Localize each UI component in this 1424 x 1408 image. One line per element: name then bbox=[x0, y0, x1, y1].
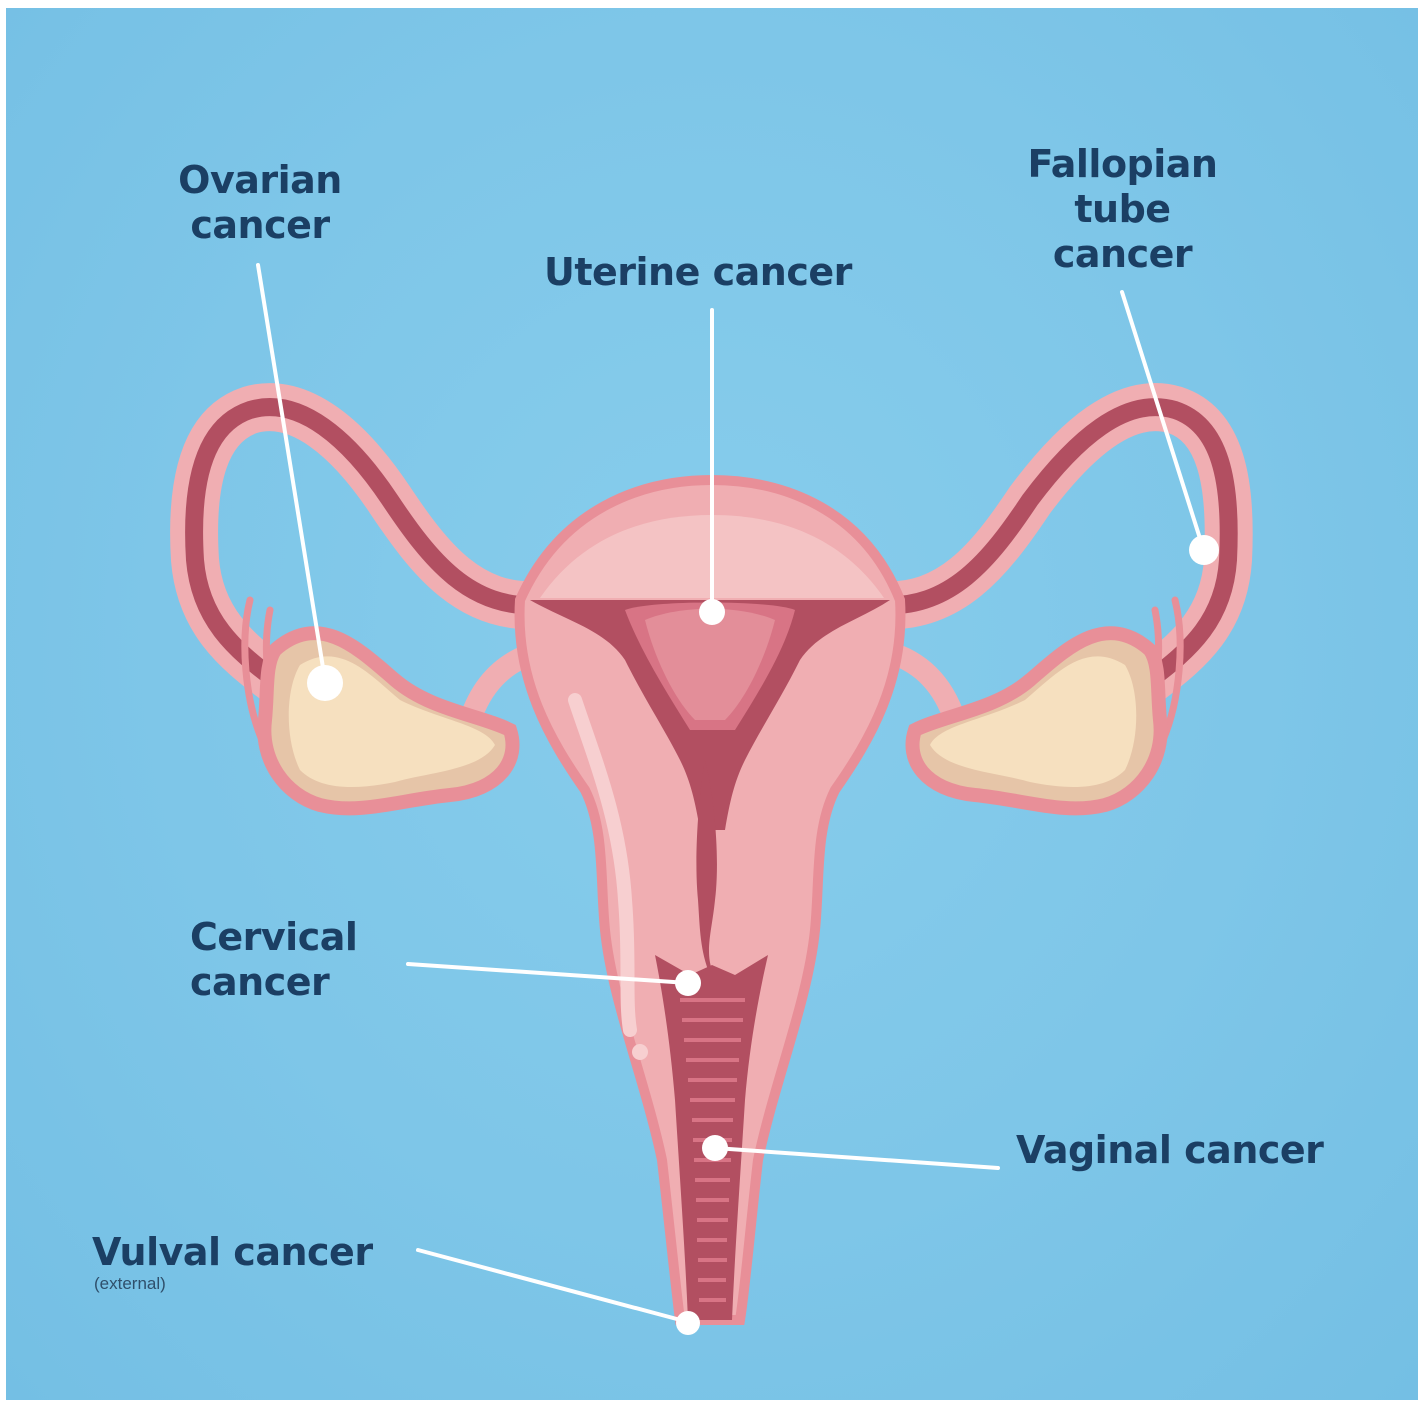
fallopian-marker bbox=[1189, 535, 1219, 565]
fallopian-label-line-3: cancer bbox=[1010, 232, 1235, 277]
vulval-cancer-label: Vulval cancer bbox=[92, 1230, 373, 1275]
diagram: Ovarian cancer Fallopian tube cancer Ute… bbox=[6, 8, 1418, 1400]
cervical-label-line-1: Cervical bbox=[190, 915, 357, 960]
uterine-marker bbox=[699, 599, 725, 625]
fallopian-label-line-1: Fallopian bbox=[1010, 142, 1235, 187]
vaginal-cancer-label: Vaginal cancer bbox=[1016, 1128, 1323, 1173]
ovarian-label-line-1: Ovarian bbox=[160, 158, 360, 203]
fallopian-label-line-2: tube bbox=[1010, 187, 1235, 232]
fallopian-tube-cancer-label: Fallopian tube cancer bbox=[1010, 142, 1235, 277]
ovarian-label-line-2: cancer bbox=[160, 203, 360, 248]
vulval-pointer-line bbox=[418, 1250, 688, 1322]
uterine-label-text: Uterine cancer bbox=[544, 250, 852, 295]
vaginal-marker bbox=[702, 1135, 728, 1161]
vulval-label-text: Vulval cancer bbox=[92, 1230, 373, 1275]
ovarian-marker bbox=[307, 665, 343, 701]
ovarian-cancer-label: Ovarian cancer bbox=[160, 158, 360, 248]
cervical-cancer-label: Cervical cancer bbox=[190, 915, 357, 1005]
right-fallopian-tube bbox=[880, 407, 1229, 680]
uterine-cancer-label: Uterine cancer bbox=[544, 250, 852, 295]
cervical-label-line-2: cancer bbox=[190, 960, 357, 1005]
cervical-marker bbox=[675, 970, 701, 996]
vulval-external-note: (external) bbox=[94, 1274, 166, 1294]
vaginal-label-text: Vaginal cancer bbox=[1016, 1128, 1323, 1173]
vulval-marker bbox=[676, 1311, 700, 1335]
